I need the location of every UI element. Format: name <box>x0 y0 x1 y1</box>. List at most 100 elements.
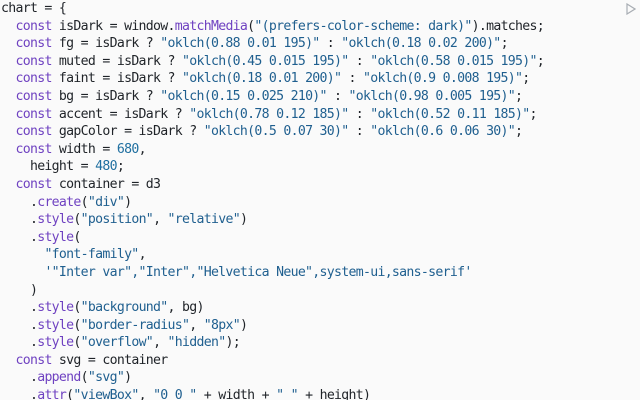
code-token: . <box>1 388 38 400</box>
keyword-token: const <box>15 176 52 192</box>
code-line[interactable]: .style("background", bg) <box>1 299 544 317</box>
code-token: ( <box>66 388 74 400</box>
code-line[interactable]: ) <box>1 282 544 300</box>
keyword-token: const <box>15 106 52 122</box>
keyword-token: const <box>15 36 52 52</box>
code-token: svg = container <box>51 352 168 368</box>
code-token: + width + <box>196 388 277 400</box>
number-token: 680 <box>116 141 139 157</box>
code-token: gapColor = isDark ? <box>51 124 204 140</box>
string-token: "position" <box>80 212 154 228</box>
string-token: "oklch(0.88 0.01 195)" <box>160 36 320 52</box>
code-token: width = <box>51 141 117 157</box>
code-token: ; <box>522 71 530 87</box>
code-line[interactable]: .style("position", "relative") <box>1 211 544 229</box>
code-token <box>1 54 15 69</box>
code-line[interactable]: .style("border-radius", "8px") <box>1 317 544 335</box>
code-token <box>1 247 44 262</box>
collapse-icon[interactable] <box>626 2 637 16</box>
code-line[interactable]: .attr("viewBox", "0 0 " + width + " " + … <box>1 387 544 400</box>
code-line[interactable]: chart = { <box>1 0 544 18</box>
code-token: . <box>1 212 38 228</box>
code-token: isDark = window. <box>51 18 176 34</box>
function-token: style <box>37 335 74 351</box>
code-token: ) <box>124 194 132 210</box>
keyword-token: const <box>15 141 52 157</box>
code-token: ; <box>529 106 538 122</box>
string-token: "relative" <box>167 212 241 228</box>
code-token: faint = isDark ? <box>51 71 182 87</box>
code-token: ( <box>73 229 81 245</box>
keyword-token: const <box>15 71 52 87</box>
code-line[interactable]: const width = 680, <box>1 141 544 159</box>
code-block[interactable]: chart = { const isDark = window.matchMed… <box>0 0 545 400</box>
string-token: "div" <box>87 194 125 210</box>
string-token: "background" <box>80 300 169 316</box>
code-line[interactable]: "font-family", <box>1 246 544 264</box>
code-line[interactable]: const faint = isDark ? "oklch(0.18 0.01 … <box>1 70 544 88</box>
code-line[interactable]: height = 480; <box>1 158 544 176</box>
code-token <box>1 107 15 122</box>
code-token: . <box>1 335 38 351</box>
code-token: ( <box>73 317 81 333</box>
code-token: ; <box>500 36 509 52</box>
code-token: ( <box>73 335 81 351</box>
code-token: . <box>1 300 38 316</box>
code-token <box>1 353 15 368</box>
code-token: . <box>1 317 38 333</box>
code-line[interactable]: .style( <box>1 229 544 247</box>
code-token <box>1 177 15 192</box>
string-token: " " <box>276 388 298 400</box>
code-line[interactable]: const muted = isDark ? "oklch(0.45 0.015… <box>1 53 544 71</box>
code-token: fg = isDark ? <box>51 36 161 52</box>
code-line[interactable]: const container = d3 <box>1 176 544 194</box>
string-token: "border-radius" <box>80 317 190 333</box>
code-token: . <box>1 194 38 210</box>
code-line[interactable]: const accent = isDark ? "oklch(0.78 0.12… <box>1 106 544 124</box>
code-line[interactable]: const bg = isDark ? "oklch(0.15 0.025 21… <box>1 88 544 106</box>
code-line[interactable]: '"Inter var","Inter","Helvetica Neue",sy… <box>1 264 544 282</box>
string-token: "(prefers-color-scheme: dark)" <box>254 18 472 34</box>
code-token: : <box>319 36 342 52</box>
code-token: . <box>1 370 38 386</box>
code-token: , <box>189 317 204 333</box>
string-token: "hidden" <box>167 335 227 351</box>
string-token: "svg" <box>87 370 125 386</box>
code-line[interactable]: const gapColor = isDark ? "oklch(0.5 0.0… <box>1 123 544 141</box>
code-line[interactable]: const svg = container <box>1 352 544 370</box>
code-token: ; <box>536 53 545 69</box>
function-token: attr <box>37 388 67 400</box>
code-token <box>1 36 15 51</box>
function-token: style <box>37 317 74 333</box>
code-token: + height) <box>297 388 371 400</box>
code-token: ; <box>515 124 523 140</box>
string-token: "viewBox" <box>73 388 139 400</box>
code-line[interactable]: const fg = isDark ? "oklch(0.88 0.01 195… <box>1 35 544 53</box>
string-token: "0 0 " <box>153 388 197 400</box>
string-token: "overflow" <box>80 335 154 351</box>
code-token: . <box>1 229 38 245</box>
keyword-token: const <box>15 88 52 104</box>
keyword-token: const <box>15 18 52 34</box>
code-token: , <box>138 247 147 263</box>
code-line[interactable]: .style("overflow", "hidden"); <box>1 334 544 352</box>
code-token: ( <box>73 300 81 316</box>
string-token: "oklch(0.45 0.015 195)" <box>182 53 349 69</box>
string-token: "oklch(0.15 0.025 210)" <box>160 88 327 104</box>
string-token: "8px" <box>203 317 241 333</box>
string-token: "oklch(0.98 0.005 195)" <box>348 88 516 104</box>
code-line[interactable]: const isDark = window.matchMedia("(prefe… <box>1 18 544 36</box>
string-token: "oklch(0.9 0.008 195)" <box>363 71 523 87</box>
code-token: ( <box>73 212 81 228</box>
code-token: ); <box>225 335 240 351</box>
code-token: : <box>348 106 371 122</box>
code-line[interactable]: .create("div") <box>1 194 544 212</box>
string-token: "oklch(0.78 0.12 185)" <box>189 106 349 122</box>
code-line[interactable]: .append("svg") <box>1 369 544 387</box>
function-token: append <box>37 370 81 386</box>
code-token: container = d3 <box>51 176 161 192</box>
code-token: bg = isDark ? <box>51 88 161 104</box>
function-token: style <box>37 212 74 228</box>
string-token: "oklch(0.18 0.01 200)" <box>182 71 342 87</box>
